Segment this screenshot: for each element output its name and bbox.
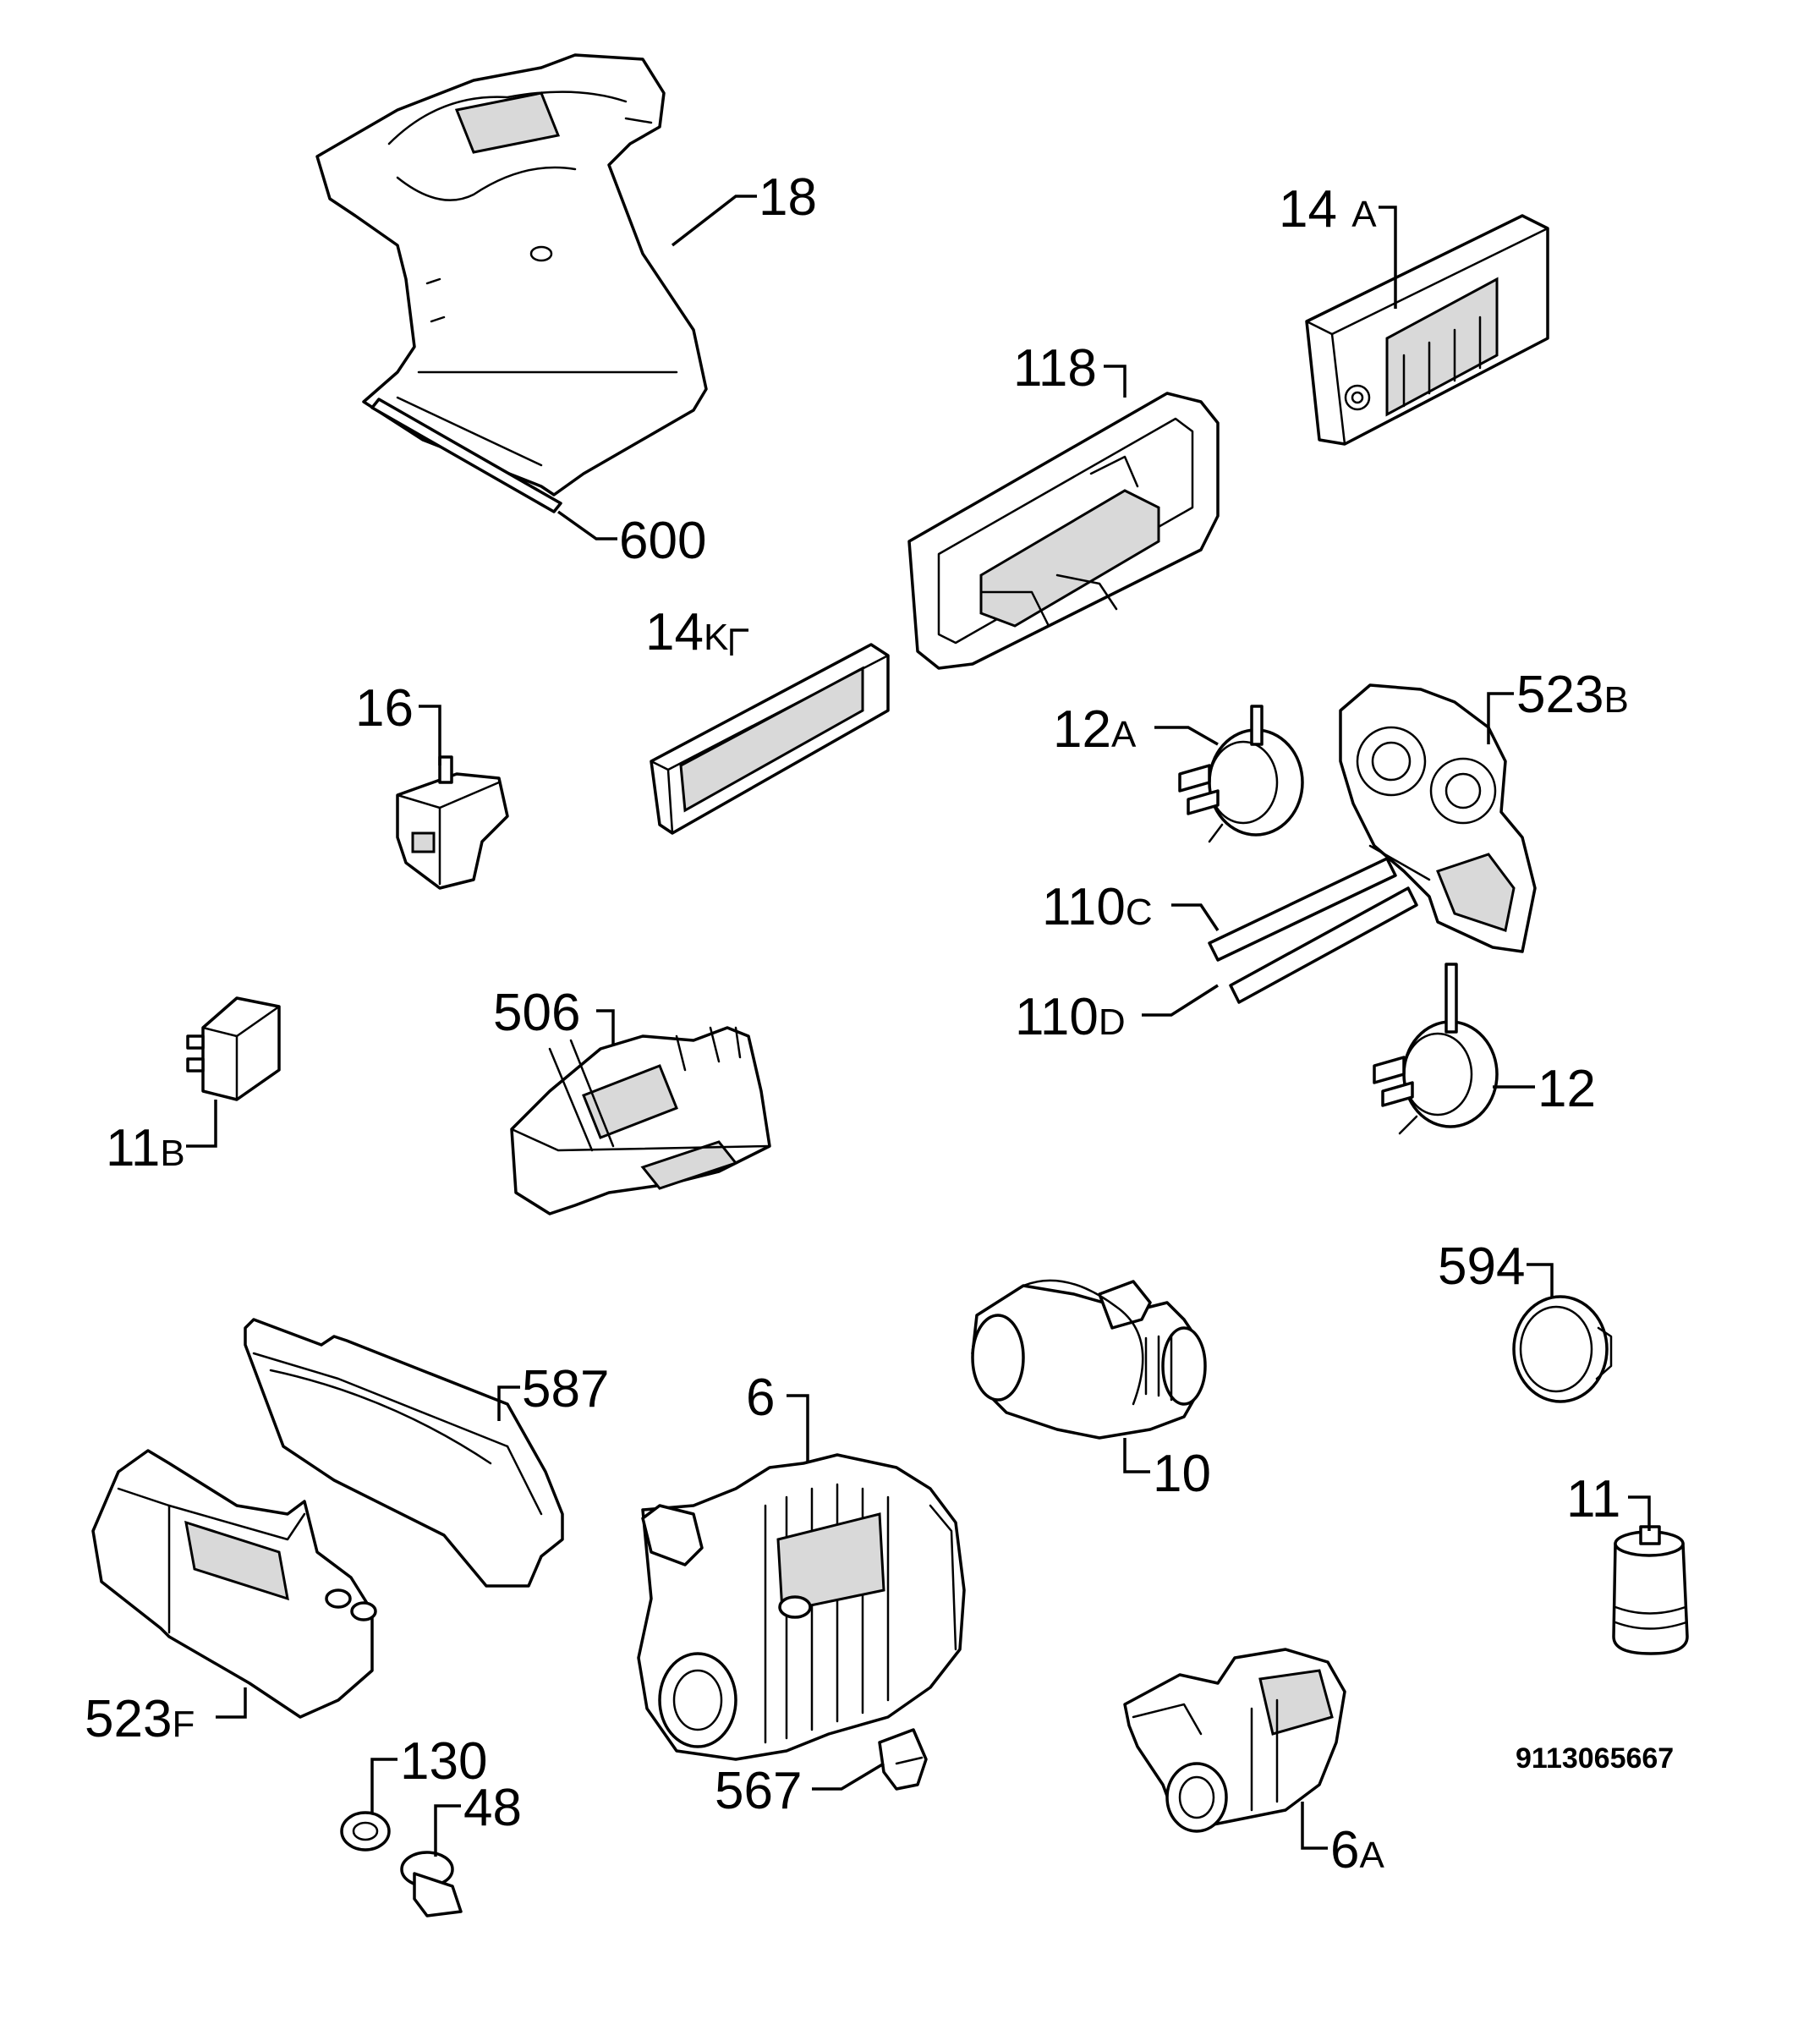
part-11b-relay [186,996,281,1101]
part-11-capacitor [1612,1525,1689,1655]
leader-567 [812,1762,885,1791]
part-110c-hose [1208,857,1397,962]
part-567-clip [878,1728,928,1791]
label-110c: 110C [1042,878,1153,936]
part-6-circulation-pump [637,1453,966,1761]
label-130: 130 [400,1732,487,1791]
part-14a-control-panel [1305,214,1549,446]
label-48: 48 [463,1779,522,1837]
part-118-dispenser [907,392,1220,670]
label-587: 587 [522,1360,609,1418]
leader-6 [787,1394,809,1463]
label-11: 11 [1566,1470,1620,1528]
leader-587 [497,1385,520,1421]
leader-48 [434,1804,461,1857]
label-11b: 11B [106,1119,185,1177]
callout-labels: 18 600 14 A 118 14K 16 12A 523B 110C 110… [85,168,1674,1879]
leader-110c [1171,903,1220,931]
label-6a: 6A [1330,1821,1384,1879]
part-16-door-switch [396,755,509,890]
label-594: 594 [1438,1237,1525,1296]
label-14a: 14 A [1279,180,1377,239]
leader-11 [1628,1495,1651,1531]
part-10-heater [971,1279,1207,1440]
label-523b: 523B [1516,666,1629,724]
part-130-seal-ring [340,1811,391,1852]
label-118: 118 [1013,339,1097,398]
leader-10 [1123,1438,1150,1473]
part-600-gasket-strip [370,398,562,513]
label-16: 16 [355,679,414,738]
part-523f-channel-bracket [91,1449,377,1719]
label-6: 6 [746,1369,775,1427]
leader-11b [186,1100,217,1148]
part-14k-display-window [650,643,890,835]
part-48-plug [400,1851,463,1918]
leader-594 [1527,1263,1554,1298]
label-110d: 110D [1015,988,1126,1046]
part-12-pressure-switch [1373,963,1499,1135]
leader-130 [370,1758,397,1814]
part-523b-bracket [1339,683,1537,953]
part-110d-hose [1229,886,1418,1004]
leader-600 [556,510,617,540]
leader-523b [1487,692,1514,744]
label-14k: 14K [645,603,728,661]
leader-16 [419,705,441,765]
label-523f: 523F [85,1690,195,1748]
label-600: 600 [619,512,706,570]
label-506: 506 [493,984,580,1042]
leader-12a [1154,726,1219,746]
leader-lines [186,195,1651,1857]
part-12a-pressure-switch [1178,705,1304,843]
leader-506 [596,1009,615,1045]
document-number: 9113065667 [1516,1742,1674,1775]
label-18: 18 [759,168,817,227]
label-12a: 12A [1053,700,1137,759]
part-18-duct-cover [315,53,708,497]
part-587-channel-cover [244,1318,564,1588]
leader-14k [730,628,748,656]
leader-118 [1104,365,1127,398]
leader-523f [216,1687,247,1719]
part-6a-drain-pump [1123,1648,1346,1833]
part-594-cap [1512,1295,1613,1403]
leader-6a [1301,1802,1328,1850]
label-567: 567 [715,1762,802,1820]
label-10: 10 [1153,1445,1211,1503]
leader-18 [671,195,757,247]
leader-14a [1379,206,1397,309]
part-506-terminal-block [510,1026,771,1215]
leader-110d [1142,984,1219,1017]
label-12: 12 [1538,1060,1596,1118]
